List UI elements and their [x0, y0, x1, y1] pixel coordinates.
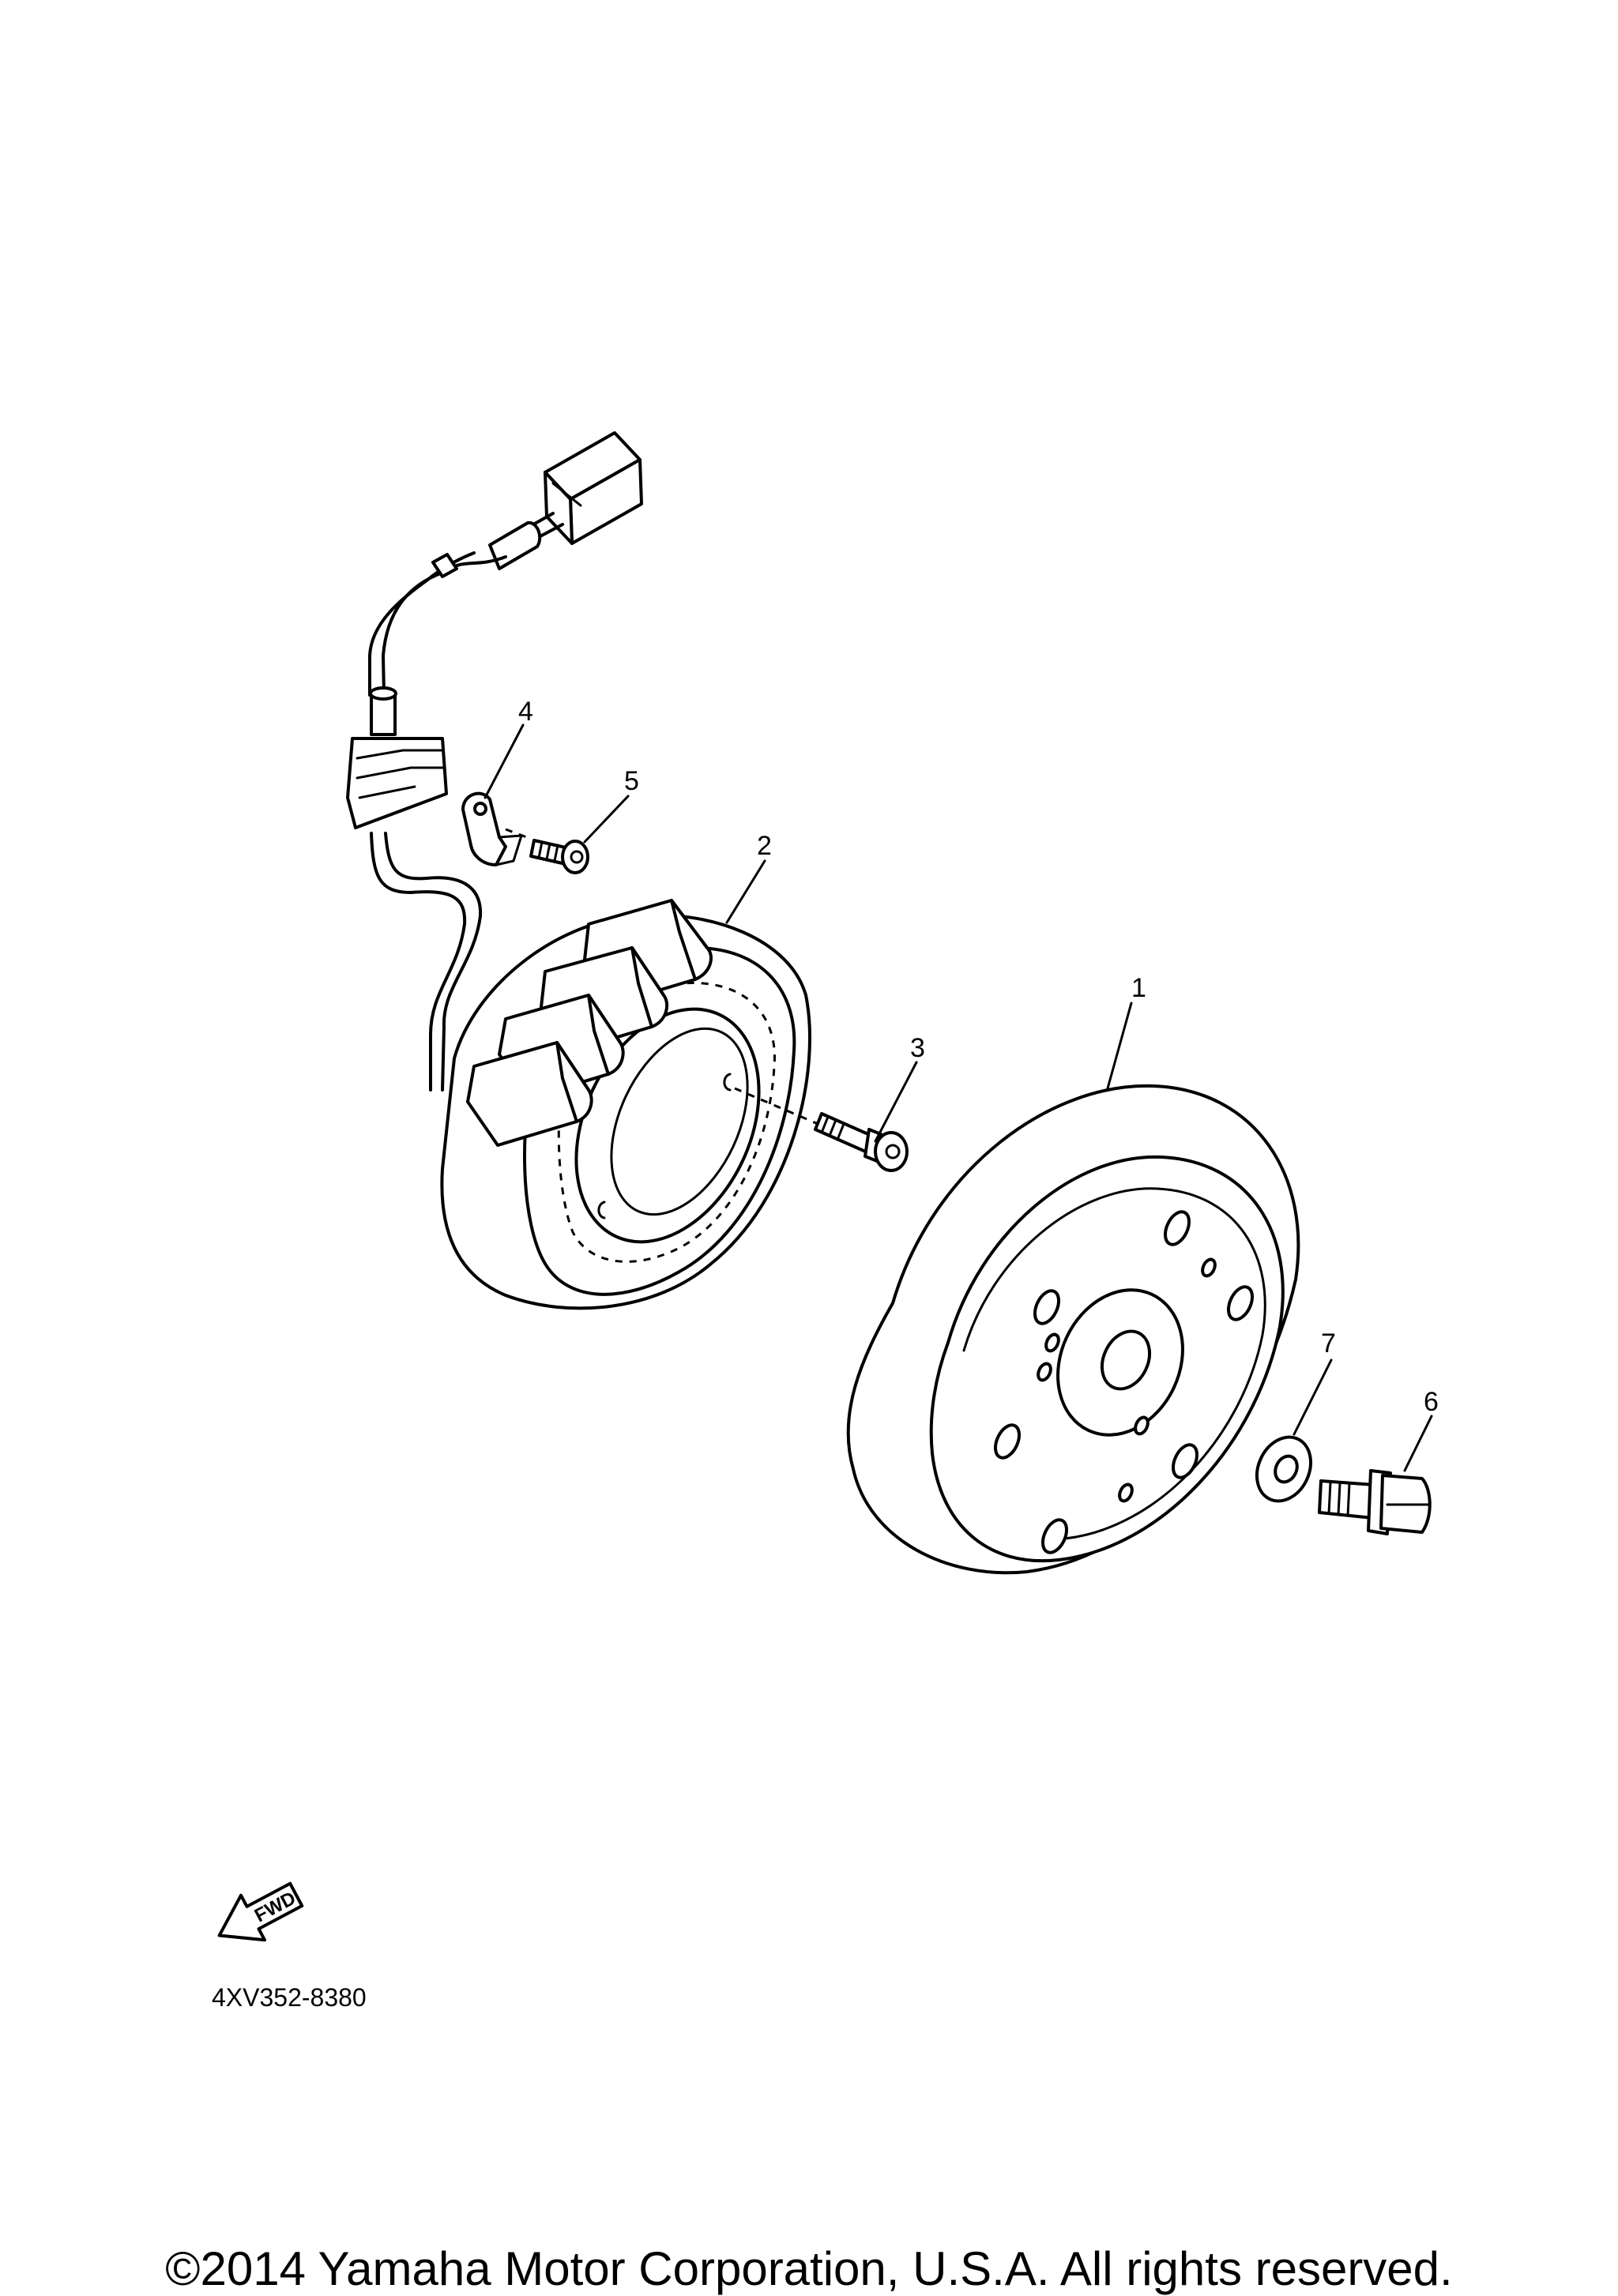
- callout-4: 4: [518, 697, 533, 727]
- callout-1: 1: [1131, 973, 1146, 1003]
- wire-grommet: [346, 686, 448, 829]
- wire-connector: [544, 431, 643, 545]
- part-5-screw: [529, 839, 589, 874]
- copyright-notice: ©2014 Yamaha Motor Corporation, U.S.A. A…: [165, 2242, 1453, 2295]
- callout-6: 6: [1424, 1387, 1439, 1417]
- leader-lines: [484, 723, 1433, 1472]
- callout-5: 5: [624, 766, 639, 796]
- callout-7: 7: [1321, 1328, 1336, 1358]
- callout-3: 3: [910, 1033, 925, 1063]
- part-4-clamp: [461, 791, 532, 866]
- part-6-bolt: [1318, 1469, 1432, 1535]
- wire-harness: [346, 431, 643, 1092]
- part-7-washer: [1255, 1435, 1313, 1503]
- part-3-bolt: [734, 1087, 909, 1172]
- diagram-code: 4XV352-8380: [212, 1983, 367, 2012]
- fwd-arrow-icon: FWD: [217, 1881, 304, 1942]
- part-1-flywheel: [846, 1084, 1300, 1575]
- callout-2: 2: [757, 831, 772, 861]
- part-2-stator: [440, 899, 811, 1310]
